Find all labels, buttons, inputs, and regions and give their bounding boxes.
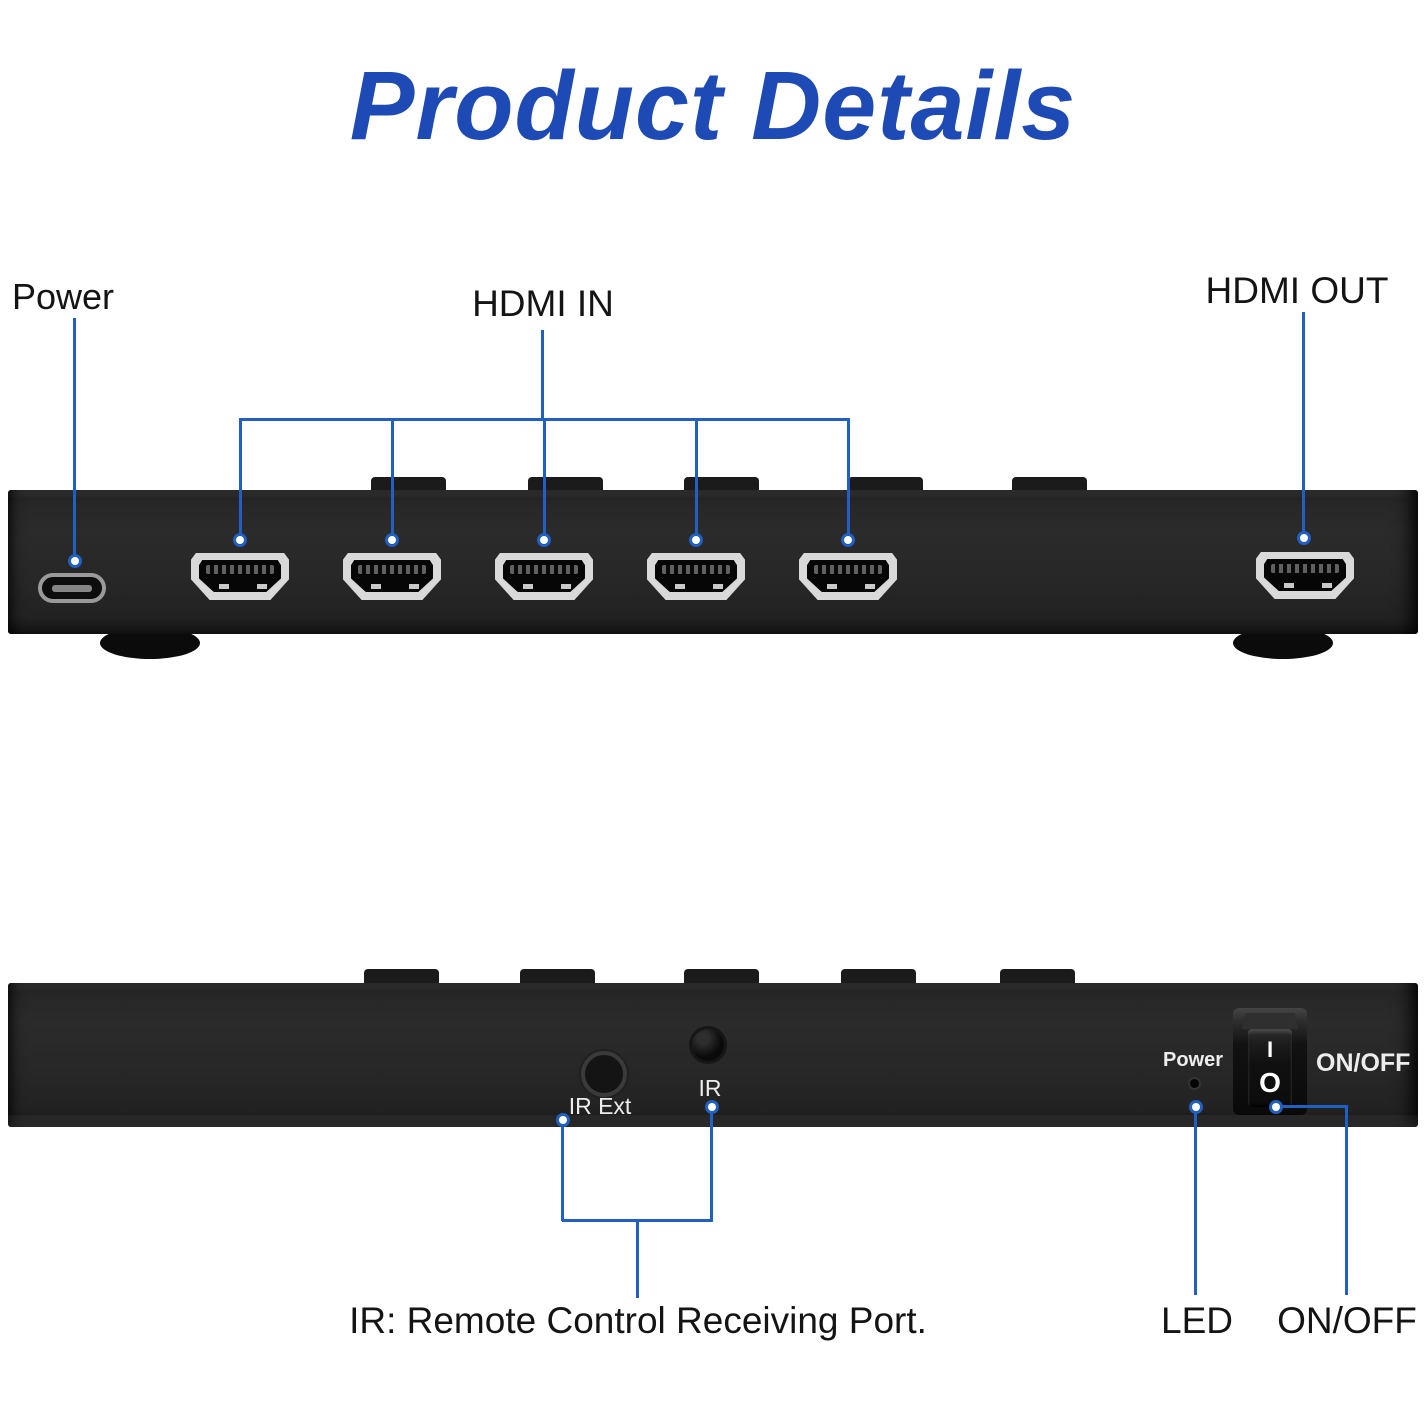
hdmi-in-leader-bracket [239, 418, 850, 421]
hdmi-in-port-opening [807, 560, 889, 592]
switch-bezel-top [1242, 1013, 1298, 1029]
switch-on-symbol: I [1266, 1037, 1274, 1062]
hdmi-in-port-opening [199, 560, 281, 592]
hdmi-in-leader-stem [541, 330, 544, 420]
on-off-leader-hline [1276, 1105, 1348, 1108]
led-caption: LED [1161, 1300, 1233, 1341]
rocker: I O [1248, 1029, 1292, 1107]
hdmi-in-leader-dot-4 [689, 533, 703, 547]
hdmi-pins [358, 565, 426, 574]
on-off-leader-dot [1269, 1100, 1283, 1114]
ir-caption: IR: Remote Control Receiving Port. [349, 1300, 927, 1341]
led-leader-dot [1189, 1100, 1203, 1114]
hdmi-in-port-1 [191, 553, 289, 600]
hdmi-pins [206, 565, 274, 574]
hdmi-out-port [1256, 552, 1354, 599]
hdmi-out-callout-label: HDMI OUT [1205, 270, 1389, 311]
hdmi-in-port-opening [655, 560, 737, 592]
hdmi-in-leader-drop-4 [695, 420, 698, 534]
power-leader-line [73, 318, 76, 558]
hdmi-out-port-opening [1264, 559, 1346, 591]
ir-ext-leader-dot [556, 1113, 570, 1127]
hdmi-pins [814, 565, 882, 574]
hdmi-in-leader-dot-2 [385, 533, 399, 547]
ir-ext-leader-line [561, 1124, 564, 1221]
power-callout-label: Power [12, 276, 115, 317]
hdmi-in-leader-drop-5 [847, 420, 850, 534]
chassis-tab [528, 477, 603, 492]
rear-panel-device [8, 490, 1418, 634]
chassis-tab [371, 477, 446, 492]
hdmi-in-port-4 [647, 553, 745, 600]
hdmi-in-leader-drop-1 [239, 420, 242, 534]
hdmi-in-port-2 [343, 553, 441, 600]
chassis-tab [684, 969, 759, 984]
hdmi-in-port-5 [799, 553, 897, 600]
ir-leader-stem [636, 1219, 639, 1298]
power-leader-dot [68, 554, 82, 568]
ir-ext-port-label: IR Ext [568, 1093, 632, 1119]
chassis-tab [364, 969, 439, 984]
hdmi-in-port-3 [495, 553, 593, 600]
usb-c-power-port [38, 573, 106, 603]
hdmi-in-leader-dot-5 [841, 533, 855, 547]
chassis-tab [1000, 969, 1075, 984]
hdmi-pins [510, 565, 578, 574]
hdmi-in-leader-dot-1 [233, 533, 247, 547]
on-off-leader-vline [1345, 1105, 1348, 1295]
hdmi-in-callout-label: HDMI IN [472, 283, 614, 324]
hdmi-in-port-opening [351, 560, 433, 592]
ir-leader-line [710, 1111, 713, 1221]
hdmi-in-port-opening [503, 560, 585, 592]
on-off-caption: ON/OFF [1277, 1300, 1417, 1341]
power-led [1190, 1079, 1199, 1088]
led-leader-line [1194, 1111, 1197, 1295]
chassis-tab [684, 477, 759, 492]
switch-off-symbol: O [1259, 1067, 1281, 1098]
hdmi-in-leader-drop-2 [391, 420, 394, 534]
power-led-label: Power [1162, 1049, 1224, 1071]
chassis-tab [848, 477, 923, 492]
hdmi-out-leader-line [1302, 312, 1305, 534]
ir-leader-dot [705, 1100, 719, 1114]
hdmi-pins [1271, 564, 1339, 573]
page-title: Product Details [349, 51, 1077, 160]
hdmi-in-leader-dot-3 [537, 533, 551, 547]
chassis-tab [1012, 477, 1087, 492]
power-rocker-switch: I O [1233, 1008, 1307, 1115]
hdmi-out-leader-dot [1297, 531, 1311, 545]
ir-ext-jack [581, 1051, 627, 1097]
ir-receiver [692, 1029, 724, 1061]
hdmi-in-leader-drop-3 [543, 420, 546, 534]
usb-c-tongue [52, 585, 92, 592]
chassis-tab [520, 969, 595, 984]
on-off-panel-label: ON/OFF [1316, 1049, 1411, 1077]
hdmi-pins [662, 565, 730, 574]
chassis-tab [841, 969, 916, 984]
ir-port-label: IR [698, 1075, 722, 1101]
